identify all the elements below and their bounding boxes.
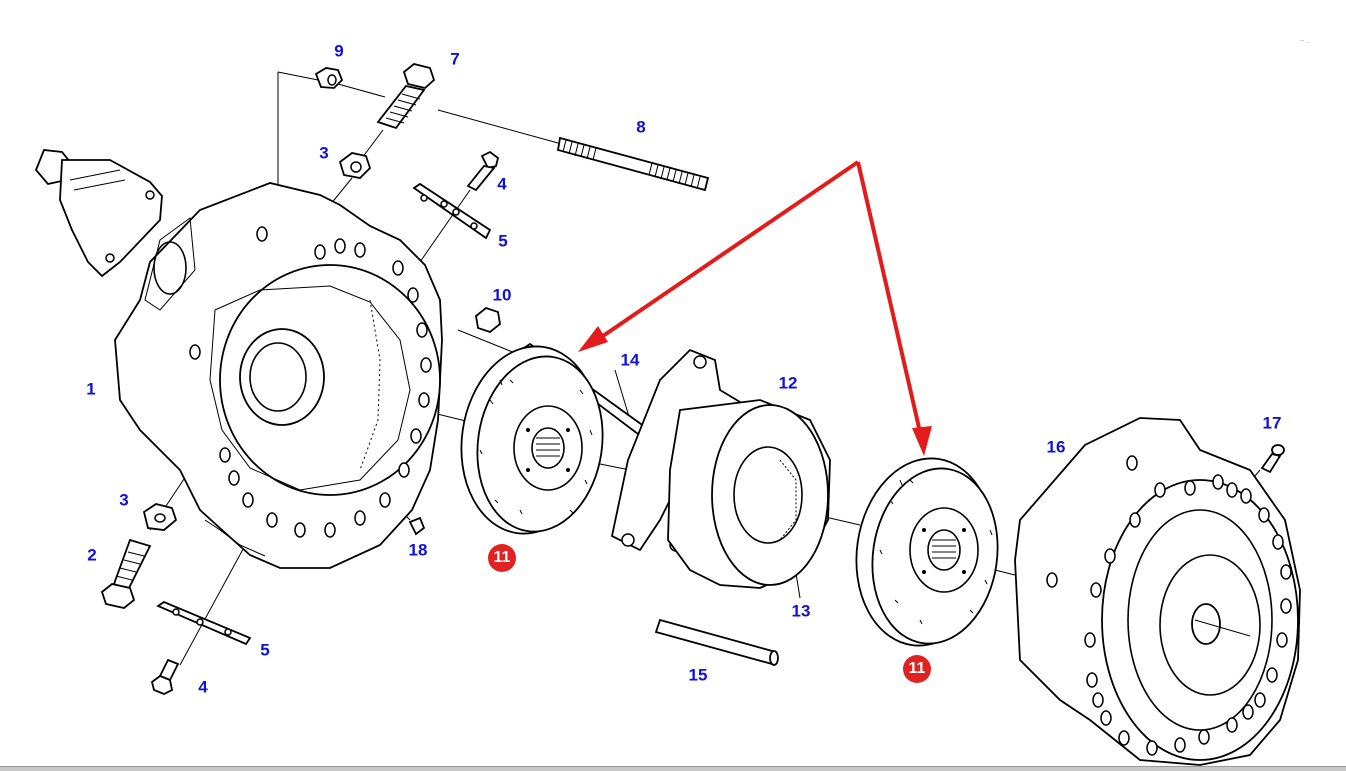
highlight-arrows [578, 160, 932, 456]
housing-bolt-holes [189, 226, 432, 538]
part-12-caliper [610, 348, 831, 589]
part-4-bolt-bottom [150, 658, 180, 695]
label-part-15[interactable]: 15 [688, 665, 708, 685]
label-part-9[interactable]: 9 [334, 41, 344, 61]
label-part-1[interactable]: 1 [86, 379, 96, 399]
label-part-5-bottom[interactable]: 5 [260, 640, 270, 660]
label-part-17[interactable]: 17 [1262, 413, 1282, 433]
label-part-16[interactable]: 16 [1046, 437, 1066, 457]
part-3-nut-bottom [142, 503, 178, 531]
part-9-nut [314, 67, 344, 89]
label-part-4-top[interactable]: 4 [497, 174, 507, 194]
bottom-scrollbar-strip[interactable] [0, 766, 1346, 771]
label-part-18[interactable]: 18 [408, 540, 428, 560]
label-part-4-bottom[interactable]: 4 [198, 677, 208, 697]
part-10-nut [475, 306, 501, 334]
label-part-13[interactable]: 13 [791, 601, 811, 621]
label-part-10[interactable]: 10 [492, 285, 512, 305]
actuator-unit [34, 149, 163, 278]
part-5-plate-top [412, 182, 492, 240]
part-3-nut-top [338, 152, 372, 179]
arrowhead-left-icon [578, 326, 608, 352]
cover-bolt-holes [1046, 455, 1292, 756]
label-part-12[interactable]: 12 [778, 373, 798, 393]
part-5-plate-bottom [156, 600, 252, 646]
label-part-3-top[interactable]: 3 [319, 143, 329, 163]
part-11-brake-disc-b [855, 457, 999, 647]
part-11-brake-disc-a [460, 345, 604, 535]
part-15-pin [654, 618, 779, 666]
label-part-5-top[interactable]: 5 [498, 231, 508, 251]
label-part-14[interactable]: 14 [620, 350, 640, 370]
part-18-plug [408, 516, 426, 536]
highlight-arrow-right [856, 161, 922, 433]
watermark: ~ .. [1300, 38, 1310, 45]
arrowhead-right-icon [912, 426, 932, 456]
label-part-3-bottom[interactable]: 3 [119, 490, 129, 510]
label-part-2[interactable]: 2 [87, 545, 97, 565]
part-16-cover [1014, 417, 1301, 766]
part-17-bolt [1260, 444, 1285, 474]
highlight-arrow-left [598, 160, 860, 340]
label-part-8[interactable]: 8 [636, 117, 646, 137]
part-1-housing [114, 182, 443, 569]
part-7-bolt [376, 63, 436, 130]
label-part-11-highlighted-a[interactable]: 11 [488, 544, 516, 572]
part-8-stud [556, 136, 710, 192]
label-part-11-highlighted-b[interactable]: 11 [903, 655, 931, 683]
part-4-bolt-top [466, 150, 500, 192]
part-2-bolt [100, 538, 152, 609]
label-part-7[interactable]: 7 [450, 49, 460, 69]
